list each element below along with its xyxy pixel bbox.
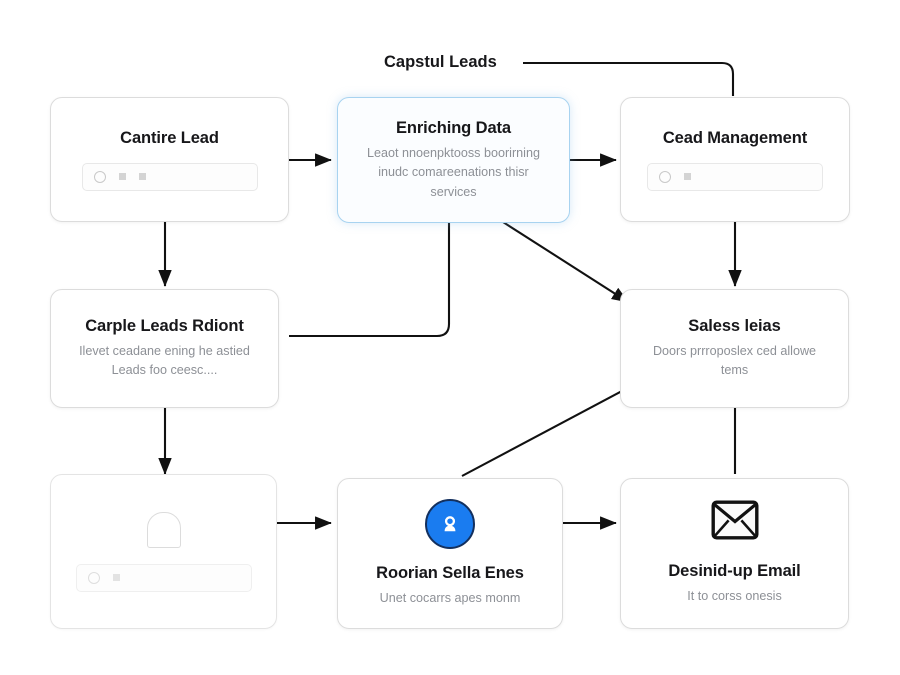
placeholder-bar <box>75 563 252 592</box>
node-enriching-data[interactable]: Enriching Data Leaot nnoenpktooss boorir… <box>337 97 570 223</box>
node-title: Saless leias <box>688 317 781 336</box>
edge-enriching-to-carple <box>289 222 451 338</box>
node-title: Cead Management <box>662 129 808 148</box>
node-carple-leads-rdiont[interactable]: Carple Leads Rdiont Ilevet ceadane ening… <box>50 289 279 408</box>
node-subtitle: Unet cocarrs apes monm <box>379 590 521 605</box>
edge-roorian-to-saless <box>461 381 640 477</box>
placeholder-bar <box>647 162 823 191</box>
envelope-icon <box>711 500 759 545</box>
node-roorian-sella-enes[interactable]: Roorian Sella Enes Unet cocarrs apes mon… <box>337 478 563 629</box>
node-title: Roorian Sella Enes <box>376 563 524 582</box>
circle-icon <box>87 571 100 584</box>
flow-label: Capstul Leads <box>384 53 497 71</box>
node-subtitle: Leaot nnoenpktooss boorirning inudc coma… <box>367 145 540 199</box>
node-title: Cantire Lead <box>120 129 219 148</box>
node-blank-card[interactable] <box>50 474 277 629</box>
person-icon <box>425 498 475 549</box>
circle-icon <box>93 170 106 183</box>
arch-outline-icon <box>146 511 181 548</box>
edge-enriching-to-saless <box>502 221 629 303</box>
dash-icon <box>118 173 126 181</box>
node-subtitle: Doors prrroposlex ced allowe tems <box>652 343 817 378</box>
dash-icon <box>684 173 691 181</box>
node-cead-management[interactable]: Cead Management <box>620 97 850 222</box>
placeholder-bar <box>81 162 258 191</box>
edge-flow-label-to-cead-management <box>523 61 735 96</box>
node-title: Enriching Data <box>395 118 512 137</box>
node-desinid-up-email[interactable]: Desinid-up Email It to corss onesis <box>620 478 849 629</box>
node-title: Desinid-up Email <box>668 562 801 581</box>
dash-icon <box>138 173 146 181</box>
node-title: Carple Leads Rdiont <box>85 317 244 336</box>
node-subtitle: It to corss onesis <box>687 589 782 604</box>
dash-icon <box>112 574 120 581</box>
node-subtitle: Ilevet ceadane ening he astied Leads foo… <box>79 343 250 378</box>
node-cantire-lead[interactable]: Cantire Lead <box>50 97 289 222</box>
circle-icon <box>659 170 671 183</box>
node-saless-leias[interactable]: Saless leias Doors prrroposlex ced allow… <box>620 289 849 408</box>
